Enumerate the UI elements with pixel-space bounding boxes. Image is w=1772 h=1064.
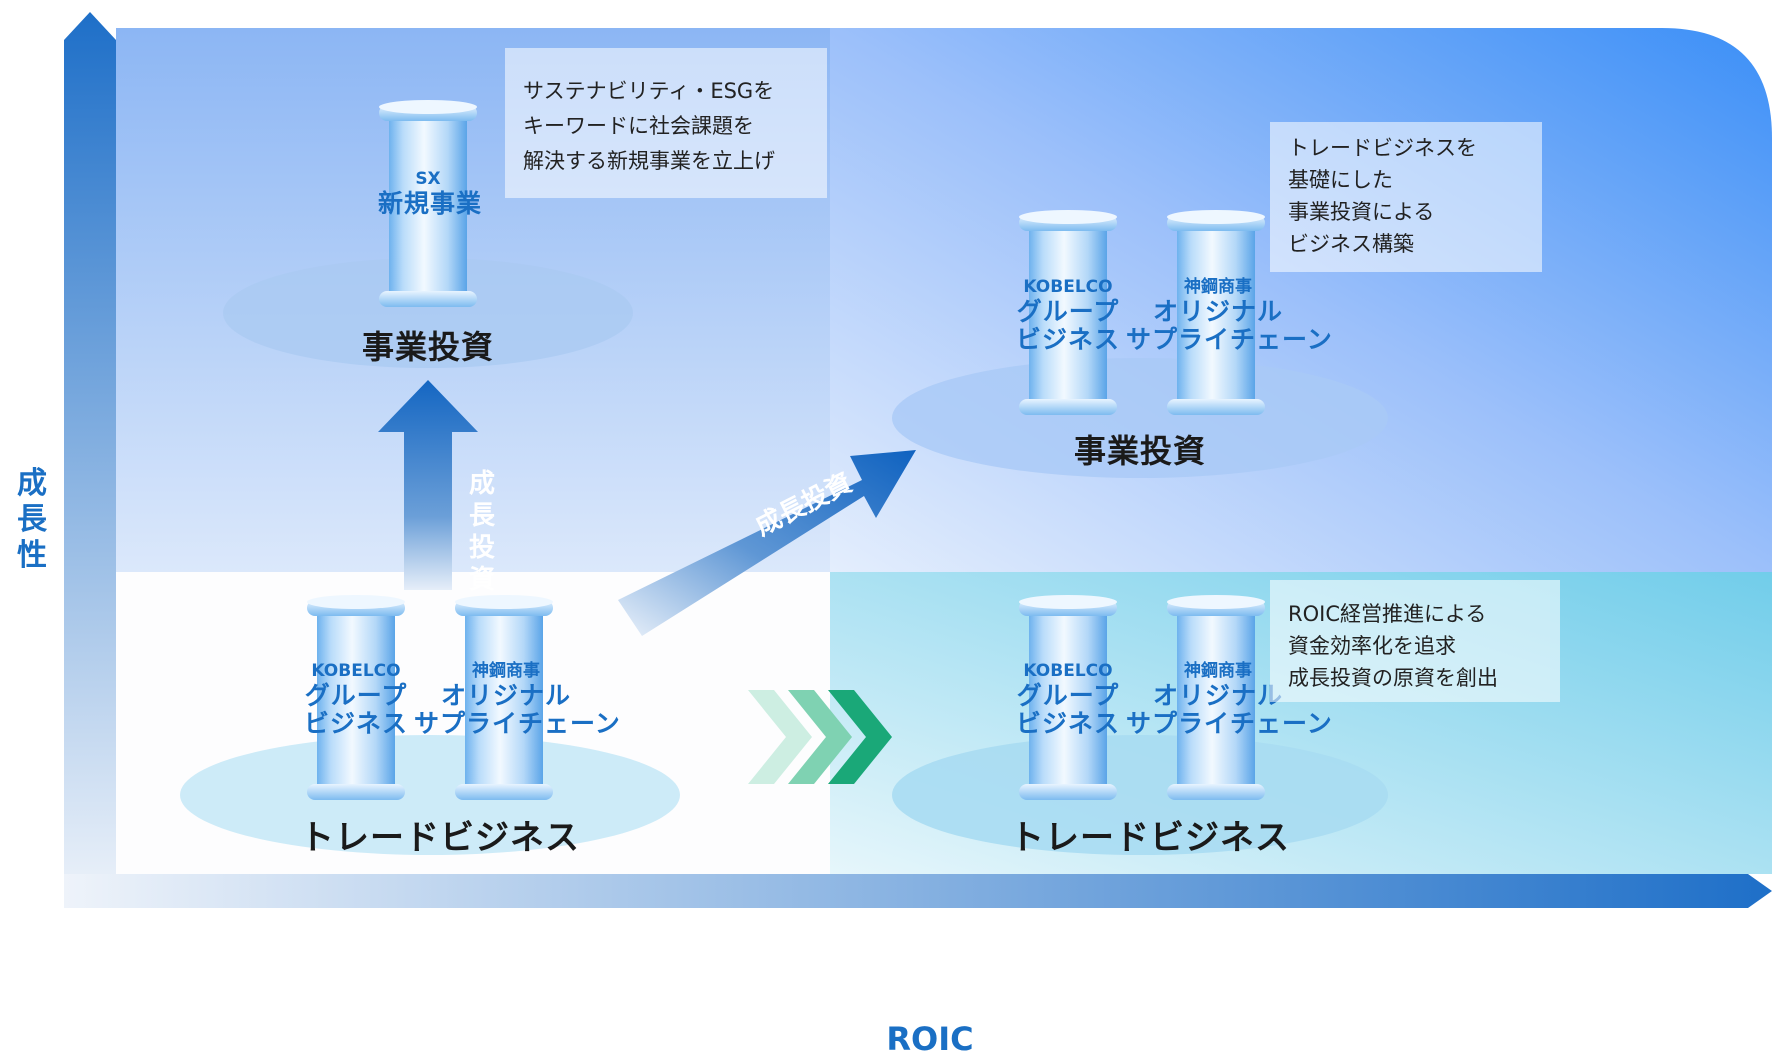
pillar-base: [455, 784, 553, 800]
chevron-icon: [788, 690, 852, 784]
base-ellipse-top-left: [223, 258, 633, 368]
x-axis-arrow: [64, 874, 1772, 908]
y-axis-label: 成 長 性: [10, 466, 54, 574]
base-ellipse-bottom-left: [180, 735, 680, 855]
pillar-top: [1167, 595, 1265, 609]
pillar-label-original-supply-chain: 神鋼商事 オリジナル サプライチェーン: [414, 661, 621, 739]
note-top-left: サステナビリティ・ESGを キーワードに社会課題を 解決する新規事業を立上げ: [505, 48, 827, 198]
growth-arrow-diagonal: [618, 450, 916, 636]
pillar-top: [379, 100, 477, 114]
pillar-original-supply-chain: [1167, 595, 1265, 800]
base-label-bottom-right: トレードビジネス: [1010, 818, 1290, 858]
pillar-original-supply-chain: [455, 595, 553, 800]
pillar-label-sx: SX 新規事業: [378, 169, 483, 218]
pillar-kobelco-group: [1019, 595, 1117, 800]
x-axis-label: ROIC: [886, 1020, 974, 1058]
pillar-label-kobelco: KOBELCO グループ ビジネス: [1015, 277, 1120, 355]
pillar-base: [1167, 399, 1265, 415]
pillar-label-small: SX: [415, 169, 441, 189]
y-axis-char: 長: [17, 502, 47, 537]
pillar-sx-new-business: [379, 100, 477, 307]
pillar-label-big: 新規事業: [378, 188, 483, 218]
pillar-top: [1019, 210, 1117, 224]
pillar-top: [455, 595, 553, 609]
note-top-right: トレードビジネスを 基礎にした 事業投資による ビジネス構築: [1270, 122, 1542, 272]
growth-arrow-vertical: [378, 380, 478, 590]
y-axis-char: 性: [17, 538, 47, 573]
base-label-top-right: 事業投資: [1073, 432, 1206, 470]
base-ellipse-bottom-right: [892, 735, 1388, 855]
pillar-label-original-supply-chain: 神鋼商事 オリジナル サプライチェーン: [1126, 277, 1333, 355]
y-axis-arrow: [64, 12, 116, 908]
chevron-icon: [828, 690, 892, 784]
pillar-base: [307, 784, 405, 800]
base-label-bottom-left: トレードビジネス: [300, 818, 580, 858]
pillar-original-supply-chain: [1167, 210, 1265, 415]
pillar-base: [1167, 784, 1265, 800]
pillar-top: [307, 595, 405, 609]
y-axis-char: 成: [17, 466, 47, 501]
base-label-top-left: 事業投資: [361, 328, 494, 366]
pillar-label-kobelco: KOBELCO グループ ビジネス: [303, 661, 408, 739]
pillar-label-kobelco: KOBELCO グループ ビジネス: [1015, 661, 1120, 739]
pillar-top: [1019, 595, 1117, 609]
chevron-icon: [748, 690, 812, 784]
pillar-kobelco-group: [307, 595, 405, 800]
pillar-label-original-supply-chain: 神鋼商事 オリジナル サプライチェーン: [1126, 661, 1333, 739]
pillar-base: [1019, 784, 1117, 800]
pillar-kobelco-group: [1019, 210, 1117, 415]
pillar-top: [1167, 210, 1265, 224]
pillar-base: [1019, 399, 1117, 415]
pillar-base: [379, 291, 477, 307]
base-ellipse-top-right: [892, 358, 1388, 478]
note-bottom-right: ROIC経営推進による 資金効率化を追求 成長投資の原資を創出: [1270, 580, 1560, 702]
vertical-arrow-label: 成 長 投 資: [468, 469, 495, 595]
